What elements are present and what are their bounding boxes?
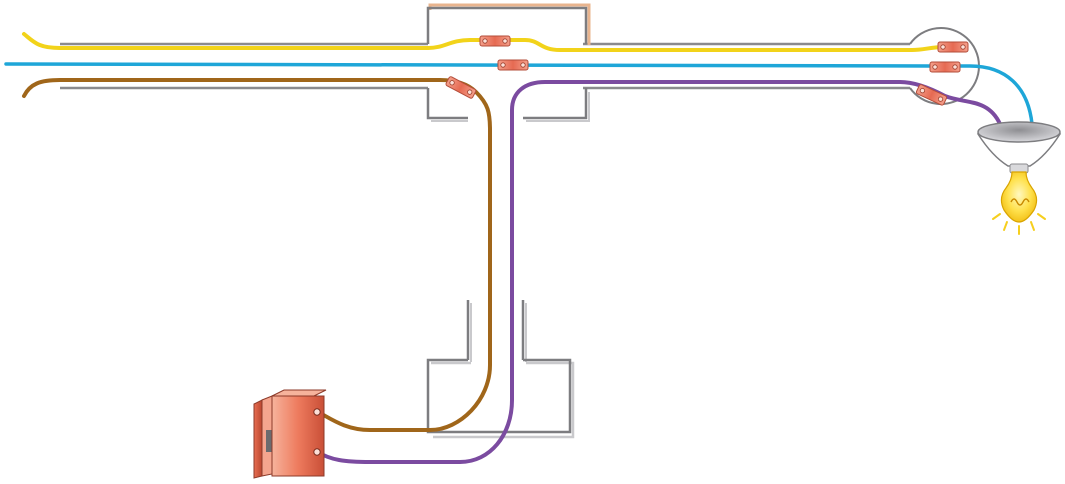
switch-body-top [271,389,327,397]
wire-blue [4,62,1034,126]
connector-blue-junction [497,59,529,71]
bulb-glass [1000,171,1038,223]
switch-terminal-top [313,408,321,416]
wire-purple [316,80,1002,464]
switch-toggle [266,430,274,452]
junction-box-bottom [426,88,468,120]
junction-box-shadow-bottom-right [526,92,590,122]
connector-blue-ceiling [929,61,961,73]
bulb-rays [992,213,1046,235]
junction-box-bottom-right [523,88,588,120]
wires [4,32,1034,464]
connector-yellow-junction [479,35,511,47]
light-switch [253,389,327,479]
junction-box [426,3,591,122]
connector-brown-junction [445,76,477,99]
switch-box-outline [426,358,572,434]
cable-jackets [60,42,910,90]
connector-yellow-ceiling [937,41,969,53]
conduit [466,300,527,362]
bulb-filament [1010,198,1030,206]
wire-connectors [445,35,969,106]
connector-purple-ceiling [915,84,948,106]
fixture-canopy [977,121,1061,143]
switch-body [271,395,325,477]
switch-back-plate [253,399,263,479]
light-bulb [992,171,1046,235]
light-fixture [976,121,1062,174]
wire-brown [22,78,492,432]
switch-terminal-bottom [313,448,321,456]
junction-box-top [426,6,588,44]
